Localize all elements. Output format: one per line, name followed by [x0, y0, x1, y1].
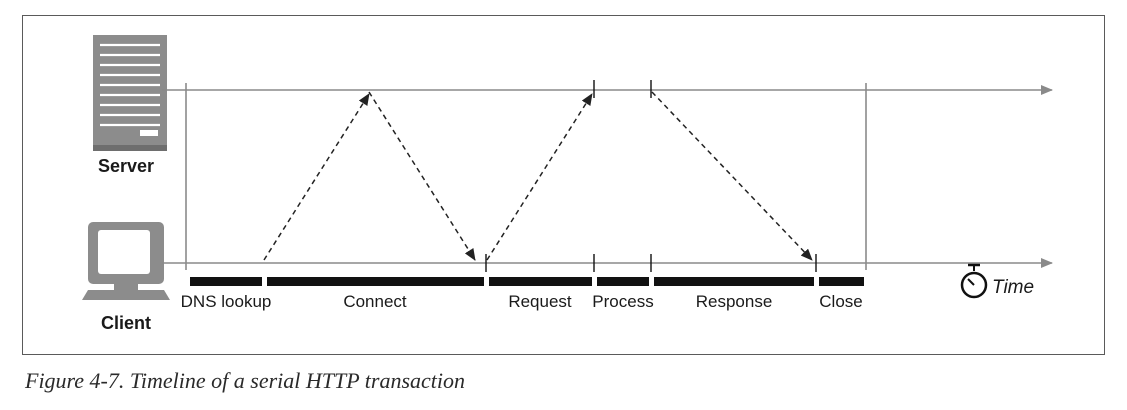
time-label: Time: [992, 277, 1034, 298]
phase-label-dns: DNS lookup: [181, 292, 272, 311]
figure-frame: [22, 15, 1105, 355]
phase-label-close: Close: [819, 292, 862, 311]
phase-label-response: Response: [696, 292, 773, 311]
figure-caption: Figure 4-7. Timeline of a serial HTTP tr…: [25, 368, 466, 393]
connect-syn-arrow: [263, 93, 370, 261]
phase-ticks: [485, 80, 817, 272]
connect-ack-arrow: [368, 91, 476, 261]
phase-bar-request: [489, 277, 592, 286]
request-arrow: [486, 93, 593, 261]
phase-label-process: Process: [592, 292, 653, 311]
server-icon: [93, 35, 167, 151]
client-label: Client: [101, 313, 151, 333]
server-label: Server: [98, 156, 154, 176]
stopwatch-icon: [960, 263, 988, 299]
phase-bar-close: [819, 277, 864, 286]
phase-label-request: Request: [508, 292, 572, 311]
phase-label-connect: Connect: [343, 292, 407, 311]
response-arrow: [651, 91, 813, 261]
phase-bar-process: [597, 277, 649, 286]
phase-bar-dns: [190, 277, 262, 286]
phase-bar-connect: [267, 277, 484, 286]
phase-bar-response: [654, 277, 814, 286]
client-computer-icon: [82, 222, 170, 300]
